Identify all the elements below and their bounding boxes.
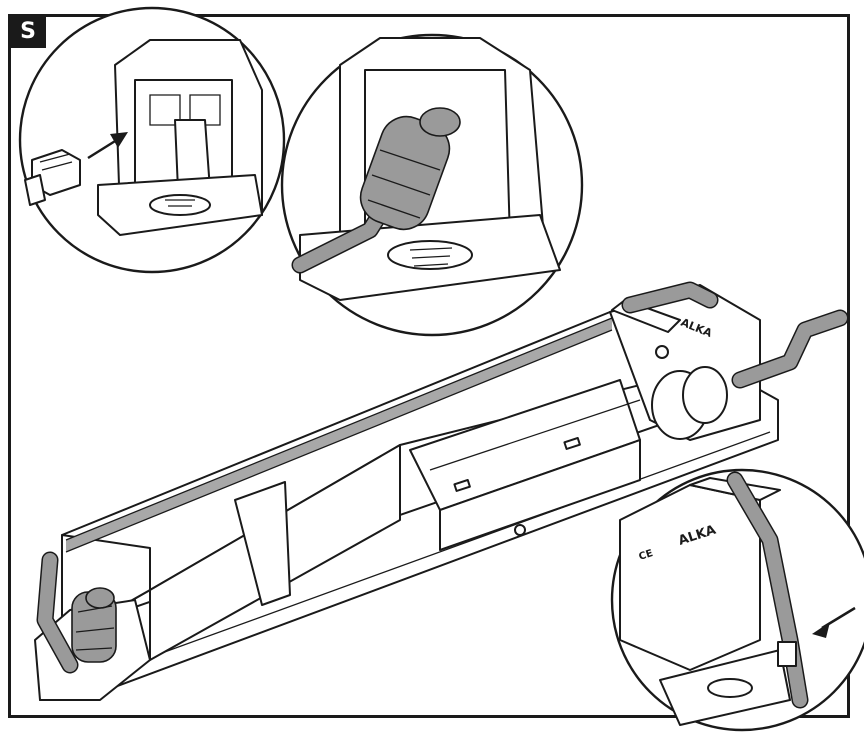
cable-clip: [777, 641, 797, 667]
cover-latch: [234, 481, 291, 606]
exit-cable: [733, 311, 847, 387]
main-device: ALKA: [34, 281, 849, 701]
cable-along-top: [66, 318, 612, 552]
detail-view-connector: [18, 6, 286, 274]
routed-cable: [728, 473, 807, 707]
screw-hole: [514, 524, 526, 536]
rj45-connector-icon: [24, 149, 81, 206]
detail-view-ferrite: [280, 33, 584, 337]
motor-housing-detail: [619, 484, 761, 671]
step-label: S: [10, 16, 46, 48]
illustration-frame: [8, 14, 850, 718]
ce-mark: CE: [638, 548, 655, 563]
loop-cable: [38, 553, 77, 672]
detail-view-cable-clip: ALKA CE: [610, 468, 864, 732]
